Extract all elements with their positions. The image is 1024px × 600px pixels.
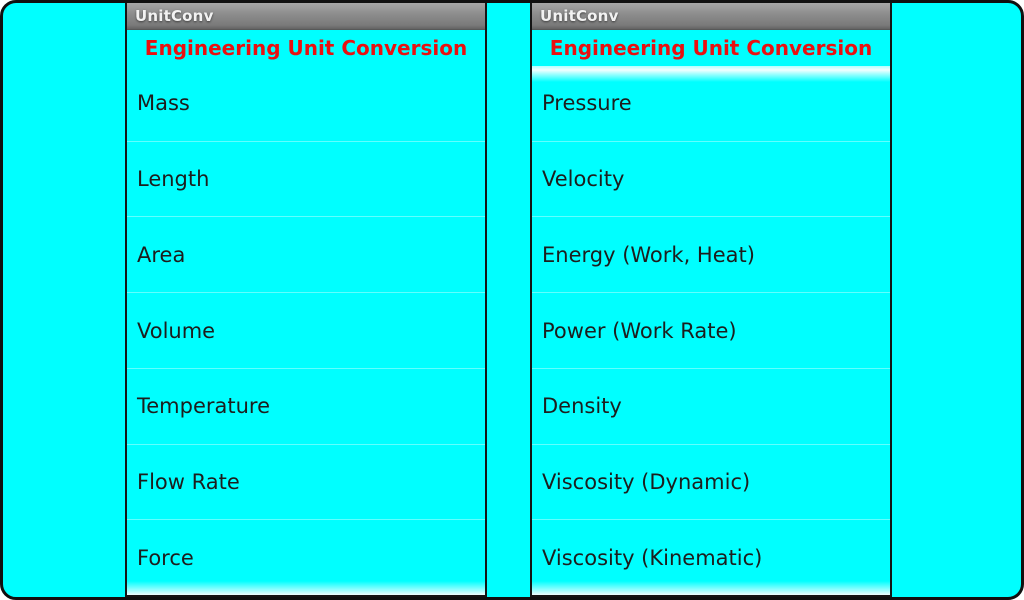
unitconv-screen-page1: UnitConv Engineering Unit Conversion Mas… [125,3,487,597]
app-header: Engineering Unit Conversion [144,36,468,60]
category-item-viscosity-dynamic[interactable]: Viscosity (Dynamic) [532,443,890,520]
category-item-density[interactable]: Density [532,367,890,444]
category-list[interactable]: Mass Length Area Volume Temperature Flow… [127,66,485,595]
category-list[interactable]: Pressure Velocity Energy (Work, Heat) Po… [532,66,890,595]
title-bar-text: UnitConv [135,7,214,25]
category-item-temperature[interactable]: Temperature [127,367,485,444]
category-item-volume[interactable]: Volume [127,292,485,368]
title-bar: UnitConv [532,3,890,30]
category-item-pressure[interactable]: Pressure [542,91,632,116]
unitconv-screen-page2: UnitConv Engineering Unit Conversion Pre… [530,3,892,597]
category-item-length[interactable]: Length [127,140,485,217]
category-item-power[interactable]: Power (Work Rate) [532,292,890,368]
category-item-energy[interactable]: Energy (Work, Heat) [532,216,890,292]
category-item-mass[interactable]: Mass [137,91,190,116]
category-item-viscosity-kinematic[interactable]: Viscosity (Kinematic) [532,519,890,595]
title-bar: UnitConv [127,3,485,30]
category-item-velocity[interactable]: Velocity [532,140,890,217]
category-item-area[interactable]: Area [127,216,485,292]
title-bar-text: UnitConv [540,7,619,25]
app-header: Engineering Unit Conversion [549,36,873,60]
category-item-force[interactable]: Force [127,519,485,595]
category-item-flow-rate[interactable]: Flow Rate [127,443,485,520]
